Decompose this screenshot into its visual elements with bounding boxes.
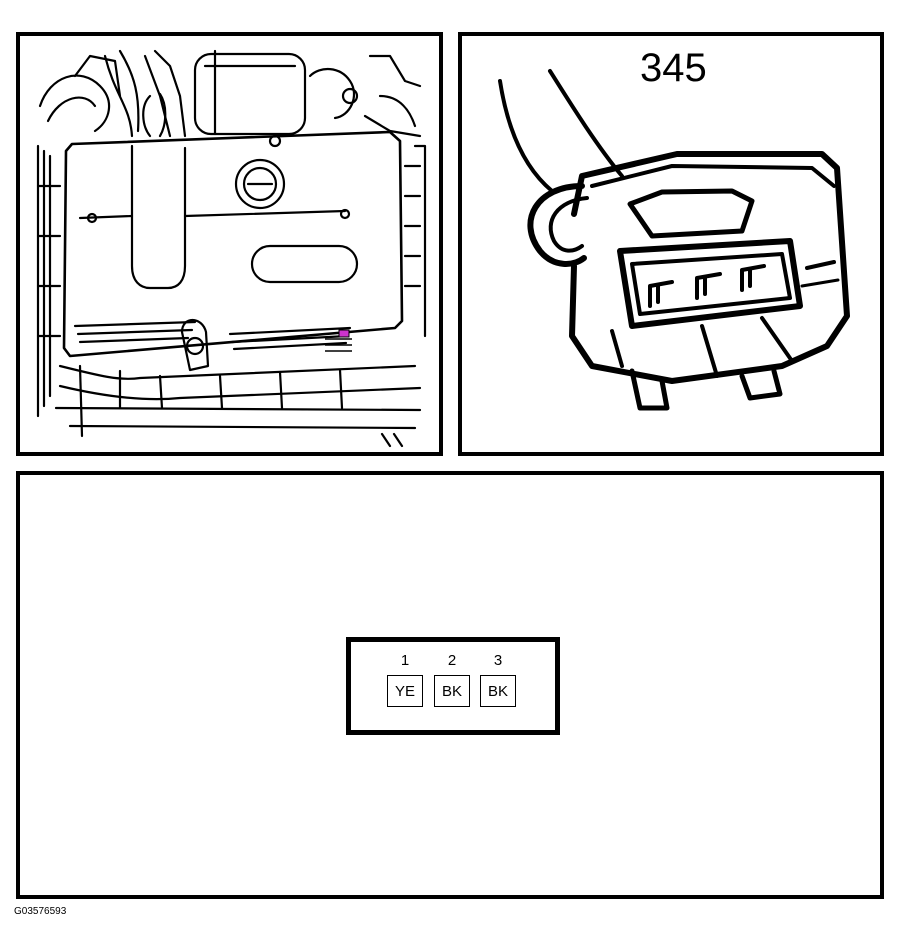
figure-id: G03576593 [14,906,67,917]
pinout-panel: 1 YE 2 BK 3 BK [16,471,884,899]
pinout-box: 1 YE 2 BK 3 BK [346,637,560,735]
wire-color: YE [387,675,423,707]
connector-number: 345 [640,46,707,90]
wire-color: BK [480,675,516,707]
pin-number: 3 [493,652,503,669]
wire-color: BK [434,675,470,707]
connector-illustration [498,69,850,411]
engine-compartment-panel [16,32,443,456]
engine-compartment-illustration [36,49,427,448]
pin-2: 2 BK [434,652,470,707]
pin-3: 3 BK [480,652,516,707]
pin-number: 2 [447,652,457,669]
pin-number: 1 [400,652,410,669]
connector-panel: 345 [458,32,884,456]
pin-1: 1 YE [387,652,423,707]
connector-location-marker [338,329,350,338]
